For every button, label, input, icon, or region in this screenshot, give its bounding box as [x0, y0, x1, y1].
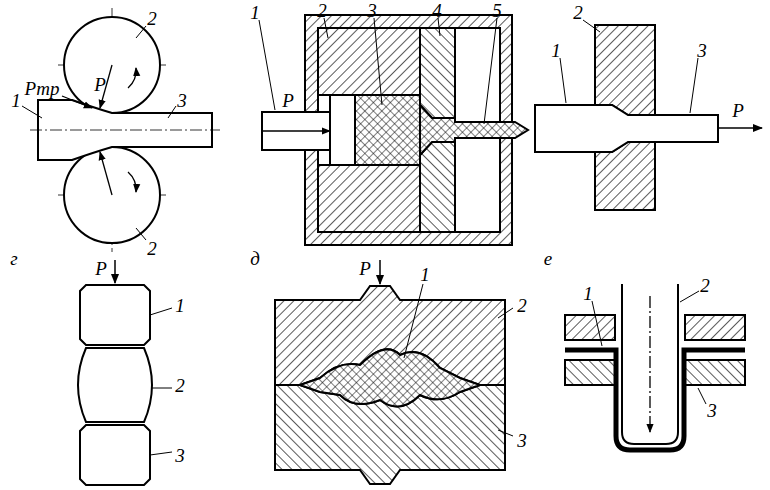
callout-label: 1	[250, 3, 260, 22]
callout-label: 3	[177, 91, 187, 110]
callout-label: г	[10, 249, 17, 268]
callout-label: 3	[697, 41, 707, 60]
rolling-figure	[22, 8, 220, 252]
callout-label: P	[359, 259, 371, 278]
callout-label: 3	[707, 401, 717, 420]
callout-label: 2	[700, 276, 710, 295]
callout-label: 1	[420, 265, 430, 284]
callout-label: P	[95, 259, 107, 278]
callout-label: 2	[147, 9, 157, 28]
callout-label: д	[250, 249, 260, 268]
callout-label: 2	[175, 376, 185, 395]
die-forging-figure	[275, 260, 513, 484]
callout-label: 3	[175, 446, 185, 465]
stamping-figure	[565, 284, 745, 450]
callout-label: 1	[11, 91, 21, 110]
callout-label: 4	[432, 1, 442, 20]
extrusion-figure	[259, 15, 528, 245]
callout-label: P	[732, 101, 744, 120]
callout-label: 1	[175, 296, 185, 315]
callout-label: 2	[573, 3, 583, 22]
callout-label: 3	[367, 1, 377, 20]
callout-label: 1	[551, 41, 561, 60]
callout-label: е	[544, 249, 552, 268]
callout-label: 2	[517, 296, 527, 315]
forging-figure	[78, 260, 172, 485]
callout-label: 5	[492, 1, 502, 20]
callout-label: P	[282, 91, 294, 110]
callout-label: P	[94, 75, 106, 94]
callout-label: 2	[147, 239, 157, 258]
callout-label: Pтр	[25, 79, 60, 98]
callout-label: 3	[517, 431, 527, 450]
drawing-figure	[535, 20, 762, 210]
callout-label: 2	[317, 1, 327, 20]
callout-label: 1	[583, 284, 593, 303]
